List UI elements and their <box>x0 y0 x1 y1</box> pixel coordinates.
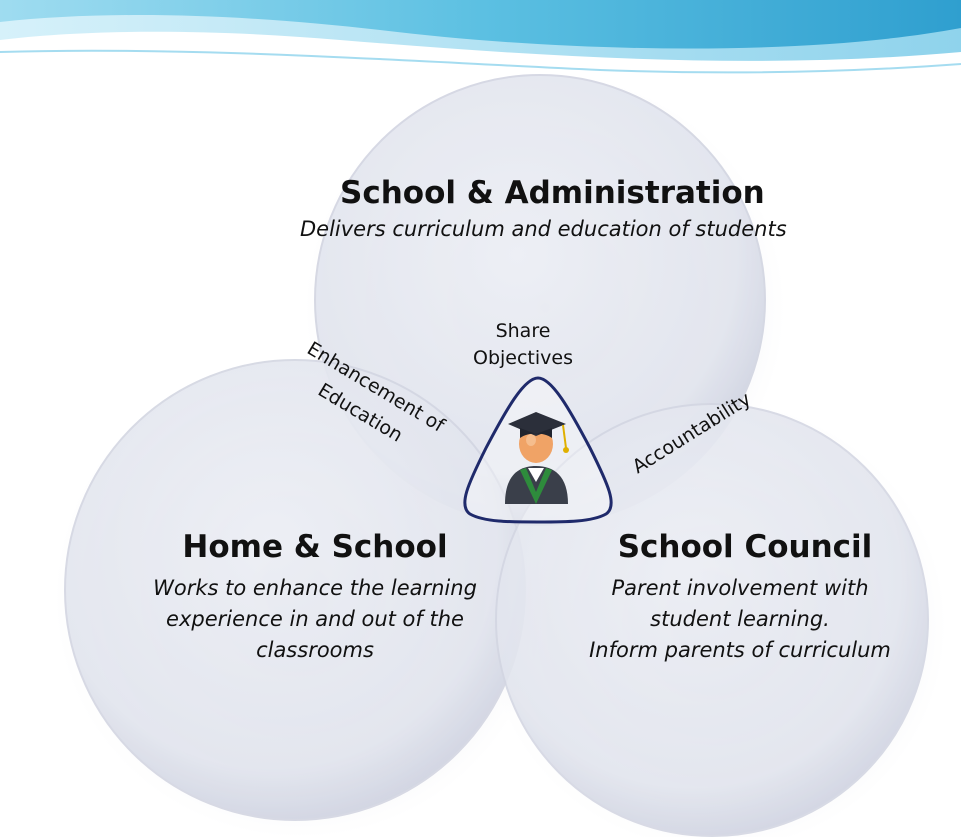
share-objectives-label: Share Objectives <box>448 318 598 372</box>
left-circle-description-line: classrooms <box>256 638 374 662</box>
header-banner <box>0 0 961 74</box>
right-circle-description-line: student learning. <box>650 607 830 631</box>
top-circle-description: Delivers curriculum and education of stu… <box>300 214 787 245</box>
left-circle-title: Home & School <box>182 529 448 565</box>
top-circle-description-line: Delivers curriculum and education of stu… <box>300 217 787 241</box>
right-circle <box>495 403 929 837</box>
share-objectives-line: Objectives <box>473 347 573 369</box>
left-circle-description-line: experience in and out of the <box>166 607 464 631</box>
share-objectives-line: Share <box>495 320 551 342</box>
right-circle-description: Parent involvement with student learning… <box>540 573 940 666</box>
left-circle-description-line: Works to enhance the learning <box>153 576 477 600</box>
graduate-student-icon <box>505 412 569 504</box>
right-circle-description-line: Parent involvement with <box>611 576 869 600</box>
right-circle-description-line: Inform parents of curriculum <box>589 638 891 662</box>
left-circle-description: Works to enhance the learning experience… <box>110 573 520 666</box>
top-circle-title: School & Administration <box>340 175 765 211</box>
right-circle-title: School Council <box>617 529 873 565</box>
